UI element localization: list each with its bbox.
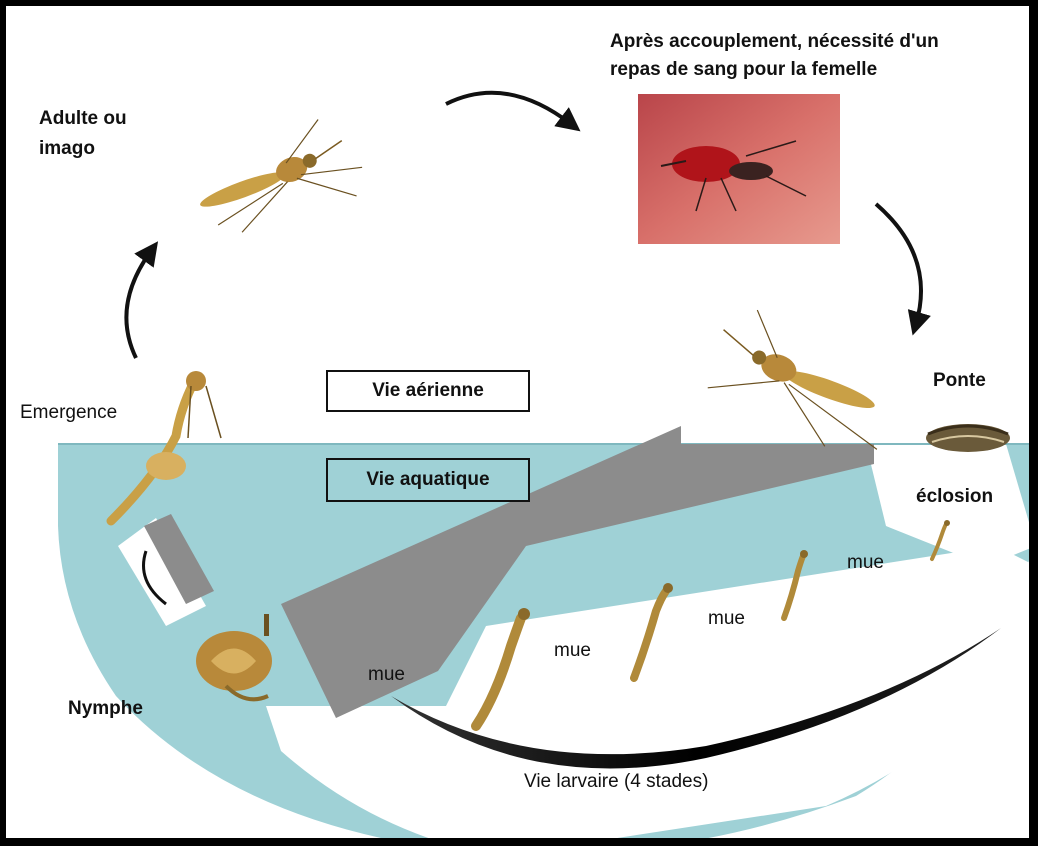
mue-label: mue [708, 606, 745, 632]
aerial-life-box: Vie aérienne [326, 370, 530, 412]
blood-meal-label: Après accouplement, nécessité d'un repas… [610, 28, 1030, 84]
adult-label-line1: Adulte ou [39, 104, 127, 134]
mue-label: mue [554, 638, 591, 664]
mosquito-icon [698, 302, 908, 464]
cycle-arrow-icon [126, 251, 151, 358]
ponte-label: Ponte [933, 368, 986, 394]
cycle-arrow-icon [446, 93, 571, 124]
mue-label: mue [368, 662, 405, 688]
mue-label: mue [847, 550, 884, 576]
emergence-label: Emergence [20, 400, 117, 426]
lifecycle-illustration [6, 6, 1038, 846]
aquatic-life-box: Vie aquatique [326, 458, 530, 502]
nymphe-label: Nymphe [68, 696, 143, 722]
blood-meal-photo [638, 94, 840, 244]
adult-label-line2: imago [39, 134, 127, 164]
cycle-arrow-icon [876, 204, 921, 324]
mosquito-icon [187, 111, 371, 247]
blood-meal-line1: Après accouplement, nécessité d'un [610, 28, 1030, 56]
eclosion-label: éclosion [916, 484, 993, 510]
larval-life-label: Vie larvaire (4 stades) [524, 769, 708, 795]
blood-meal-line2: repas de sang pour la femelle [610, 56, 1030, 84]
adult-label: Adulte ou imago [39, 104, 127, 164]
egg-raft-icon [926, 424, 1010, 452]
